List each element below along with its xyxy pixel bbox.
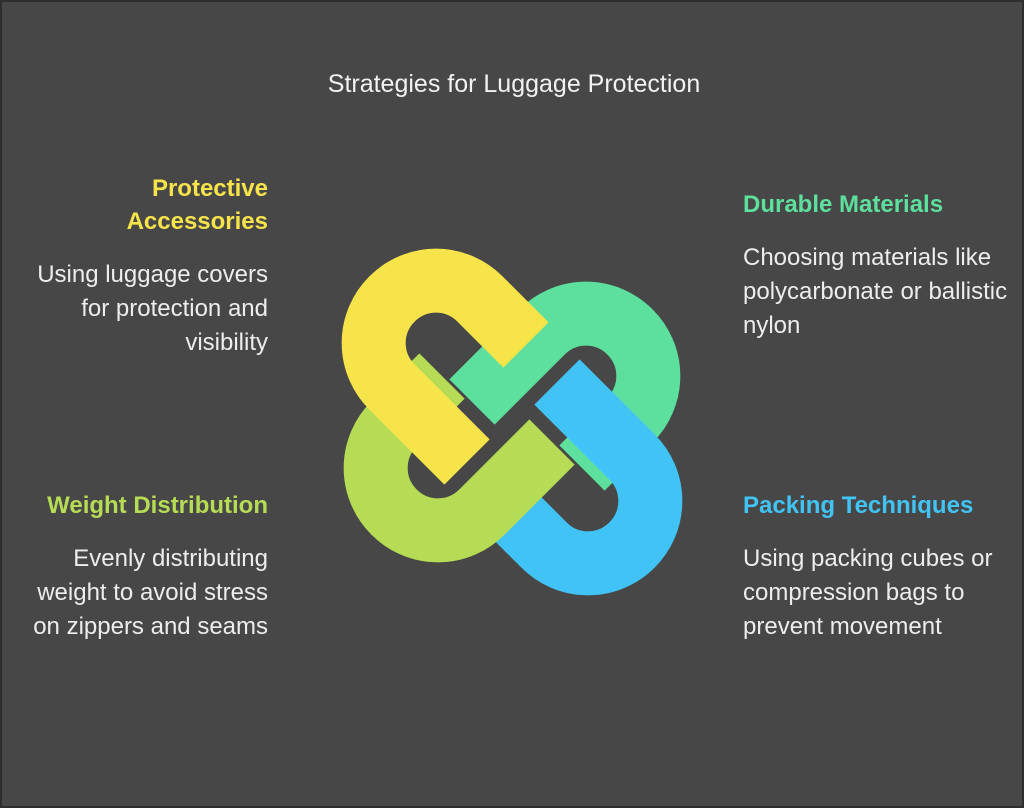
yellow-loop bbox=[341, 248, 549, 485]
protective-accessories-heading: Protective Accessories bbox=[126, 175, 268, 235]
interlocking-knot-graphic bbox=[341, 248, 683, 596]
durable-materials-block: Durable Materials Choosing materials lik… bbox=[743, 188, 1013, 343]
packing-techniques-block: Packing Techniques Using packing cubes o… bbox=[743, 489, 1013, 644]
weight-distribution-block: Weight Distribution Evenly distributing … bbox=[22, 489, 268, 644]
blue-loop bbox=[475, 359, 683, 596]
packing-techniques-heading: Packing Techniques bbox=[743, 492, 974, 519]
packing-techniques-description: Using packing cubes or compression bags … bbox=[743, 545, 993, 640]
weight-distribution-heading: Weight Distribution bbox=[47, 492, 268, 519]
diagram-title: Strategies for Luggage Protection bbox=[327, 70, 701, 98]
protective-accessories-description: Using luggage covers for protection and … bbox=[37, 261, 268, 356]
lime-loop bbox=[343, 353, 575, 563]
protective-accessories-block: Protective Accessories Using luggage cov… bbox=[22, 172, 268, 360]
durable-materials-heading: Durable Materials bbox=[743, 191, 944, 218]
durable-materials-description: Choosing materials like polycarbonate or… bbox=[743, 244, 1008, 339]
green-loop bbox=[449, 281, 681, 491]
weight-distribution-description: Evenly distributing weight to avoid stre… bbox=[33, 545, 268, 640]
